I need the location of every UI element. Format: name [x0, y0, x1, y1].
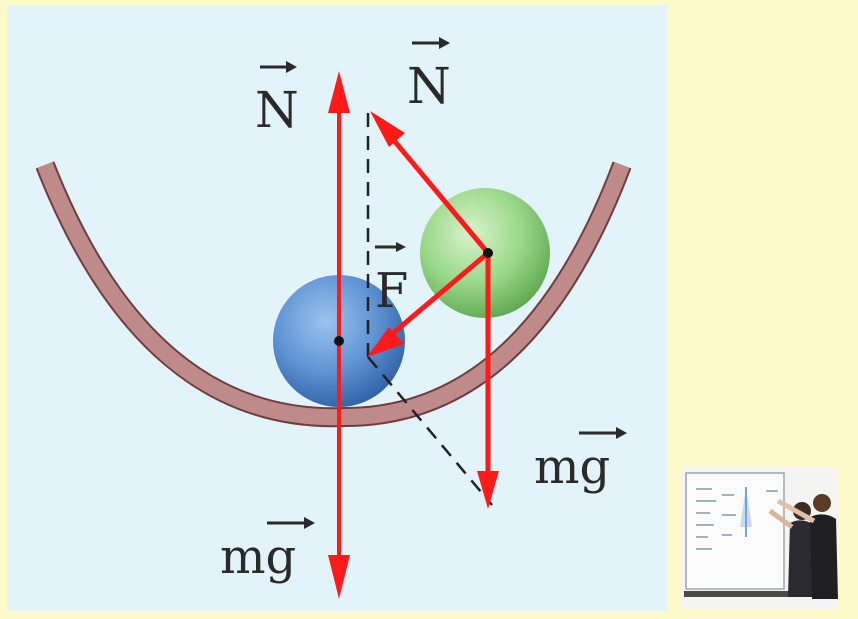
weight-arrowhead-right — [477, 471, 499, 509]
label-text-weight-left: mg — [220, 529, 296, 585]
label-normal-force-left: N — [255, 61, 299, 139]
label-text-net-force: F — [375, 263, 408, 319]
normal-force-arrowhead-right — [370, 111, 405, 147]
label-weight-right: mg — [534, 427, 627, 495]
label-net-force: F — [375, 242, 408, 319]
net-force-arrowhead — [367, 327, 404, 357]
force-diagram: N N F mg mg — [35, 37, 632, 599]
weight-arrowhead-left — [328, 555, 350, 599]
label-text-weight-right: mg — [534, 439, 610, 495]
label-normal-force-right: N — [407, 37, 451, 115]
net-force-arrow — [377, 251, 490, 347]
diagram-panel: N N F mg mg — [7, 5, 667, 611]
normal-force-arrowhead-left — [328, 71, 350, 113]
label-text-normal-left: N — [255, 81, 299, 139]
label-weight-left: mg — [220, 517, 315, 585]
green-ball-center-dot — [483, 248, 493, 258]
dashed-diagonal-line — [367, 356, 493, 506]
blue-ball-center-dot — [334, 336, 344, 346]
label-text-normal-right: N — [407, 57, 451, 115]
classroom-whiteboard-photo-icon — [682, 467, 838, 609]
bowl-inner — [37, 162, 630, 426]
normal-force-arrow-right — [379, 123, 490, 255]
